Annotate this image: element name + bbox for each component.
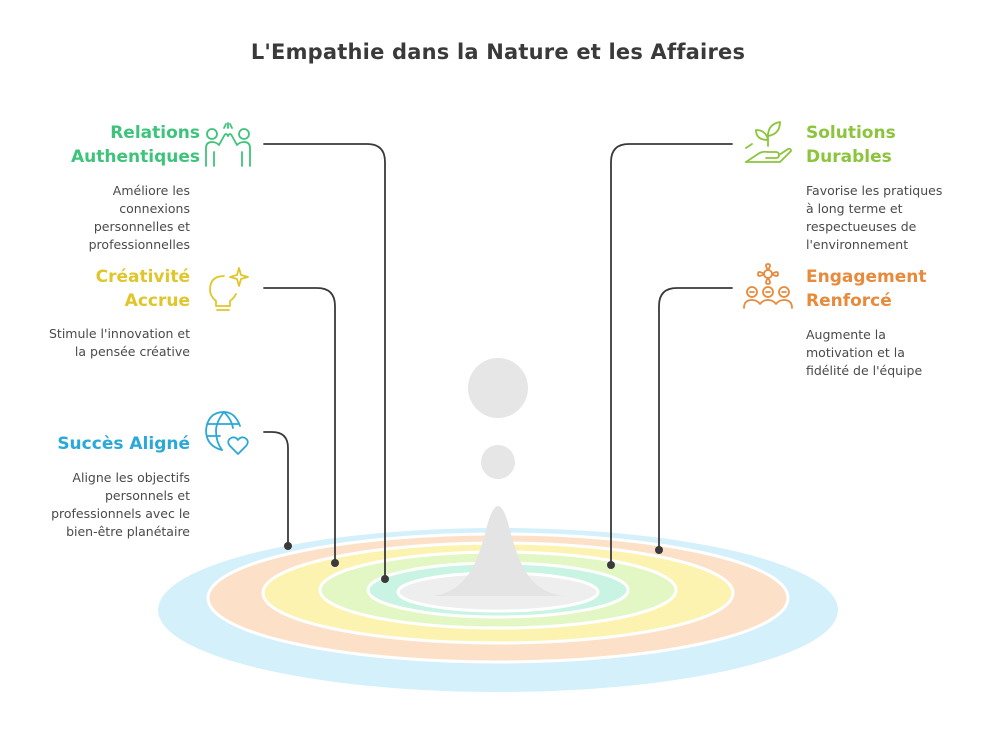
sprout-hand-icon [745,121,792,163]
connector-dot-creativite [331,559,339,567]
relations-heading-line-1: Relations [110,123,200,143]
relations-heading-line-2: Authentiques [71,147,200,167]
lightbulb-sparkle-icon [209,267,249,311]
connector-dot-solutions [607,561,615,569]
globe-heart-icon [205,411,249,455]
engagement-heading: Engagement Renforcé [806,265,996,313]
solutions-heading: Solutions Durables [806,121,996,169]
engagement-desc-line-1: Augmente la [806,327,886,342]
connector-solutions [610,143,733,566]
relations-desc-line-4: professionnelles [88,237,190,252]
solutions-desc-line-3: respectueuses de [806,219,917,234]
high-five-icon [205,122,251,167]
succes-desc-line-1: Aligne les objectifs [72,470,190,485]
solutions-desc-line-1: Favorise les pratiques [806,183,943,198]
drop-large [468,358,528,418]
engagement-desc-line-2: motivation et la [806,345,905,360]
diagram-title: L'Empathie dans la Nature et les Affaire… [250,40,746,64]
connector-dot-engagement [655,546,663,554]
connector-succes [263,431,289,547]
engagement-heading-line-2: Renforcé [806,291,892,311]
solutions-desc-line-2: à long terme et [806,201,903,216]
succes-desc-line-4: bien-être planétaire [66,524,190,539]
creativite-heading-line-1: Créativité [95,267,190,287]
succes-description: Aligne les objectifs personnels et profe… [0,469,190,541]
connector-relations [263,143,386,580]
relations-description: Améliore les connexions personnelles et … [0,182,190,254]
relations-desc-line-3: personnelles et [93,219,190,234]
solutions-heading-line-1: Solutions [806,123,896,143]
team-flower-icon [743,263,793,309]
connector-engagement [658,287,733,551]
solutions-description: Favorise les pratiques à long terme et r… [806,182,996,254]
relations-heading: Relations Authentiques [0,121,200,169]
connector-dot-relations [381,575,389,583]
water-splash [432,506,564,596]
succes-desc-line-2: personnels et [104,488,190,503]
relations-desc-line-1: Améliore les [112,183,190,198]
creativite-heading: Créativité Accrue [0,265,190,313]
succes-heading: Succès Aligné [0,432,190,456]
creativite-description: Stimule l'innovation et la pensée créati… [0,325,190,361]
solutions-heading-line-2: Durables [806,147,892,167]
engagement-description: Augmente la motivation et la fidélité de… [806,326,996,380]
creativite-desc-line-2: la pensée créative [74,344,190,359]
connector-creativite [263,287,336,564]
solutions-desc-line-4: l'environnement [806,237,909,252]
succes-desc-line-3: professionnels avec le [51,506,190,521]
relations-desc-line-2: connexions [119,201,190,216]
creativite-desc-line-1: Stimule l'innovation et [49,326,190,341]
creativite-heading-line-2: Accrue [124,291,190,311]
engagement-heading-line-1: Engagement [806,267,927,287]
connector-dot-succes [284,542,292,550]
engagement-desc-line-3: fidélité de l'équipe [806,363,923,378]
succes-heading-line-1: Succès Aligné [57,434,190,454]
drop-small [481,445,515,479]
